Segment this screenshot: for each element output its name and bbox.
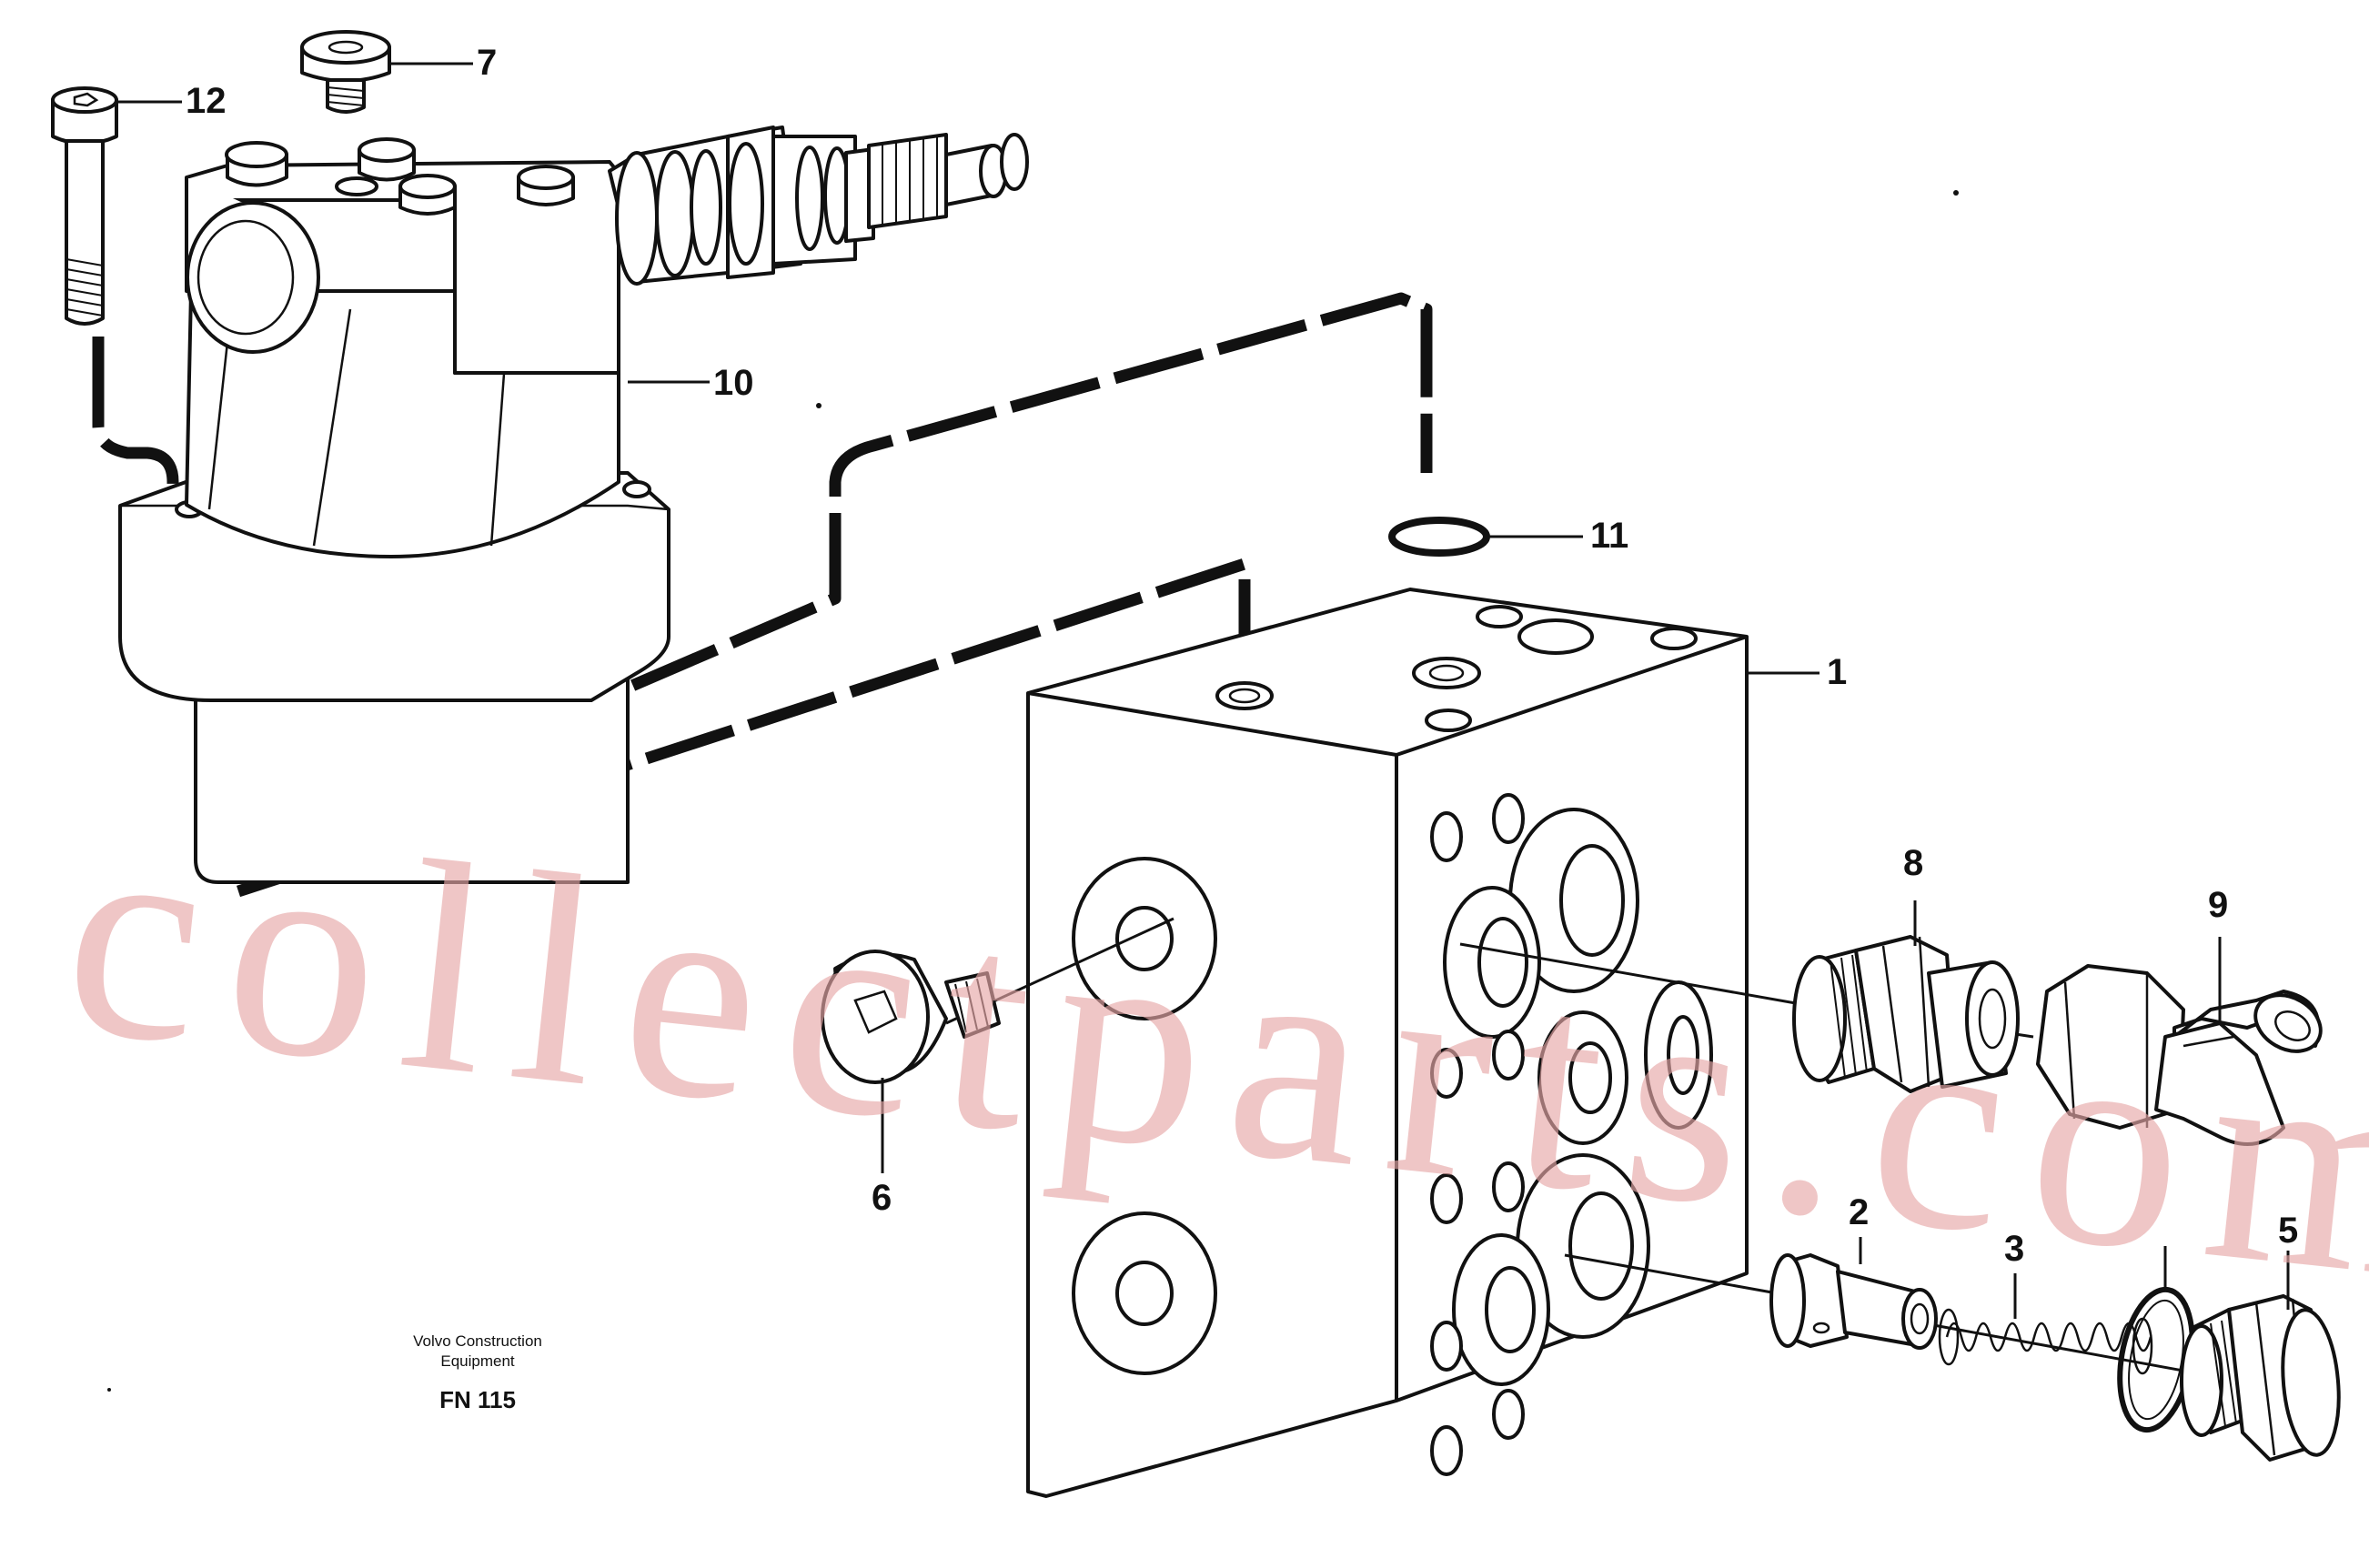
callout-numbers: 7 12 10 11 1 8 9 6 2 3 5 (186, 43, 2298, 1269)
part-2-valve-spool (1769, 1253, 1938, 1350)
callout-10: 10 (713, 363, 754, 403)
callout-7: 7 (477, 43, 497, 83)
callout-8: 8 (1903, 843, 1923, 883)
part-9-elbow-union (2036, 964, 2323, 1146)
part-12-bolt (51, 86, 118, 326)
callout-12: 12 (186, 81, 227, 121)
callout-3: 3 (2004, 1229, 2024, 1269)
callout-1: 1 (1827, 652, 1847, 692)
part-5-plug (2180, 1294, 2341, 1462)
part-6-plug (821, 950, 1001, 1084)
part-8-nipple (1792, 935, 2020, 1093)
credit-line-2: Equipment (440, 1352, 515, 1370)
callout-leaders (116, 62, 2290, 1319)
callout-2: 2 (1849, 1192, 1869, 1232)
part-10-valve-head (118, 126, 1029, 884)
part-1-valve-block (1026, 588, 1749, 1498)
solenoid-cartridge (608, 126, 1029, 286)
callout-5: 5 (2278, 1211, 2298, 1251)
callout-6: 6 (872, 1178, 892, 1218)
top-bolt-heads (225, 137, 575, 216)
part-11-o-ring (1388, 517, 1490, 557)
credit-line-1: Volvo Construction (413, 1332, 542, 1350)
callout-11: 11 (1590, 516, 1628, 556)
callout-9: 9 (2208, 885, 2228, 925)
figure-number: FN 115 (439, 1386, 516, 1413)
part-7-plug (300, 30, 391, 114)
figure-credit: Volvo Construction Equipment FN 115 (413, 1332, 542, 1413)
